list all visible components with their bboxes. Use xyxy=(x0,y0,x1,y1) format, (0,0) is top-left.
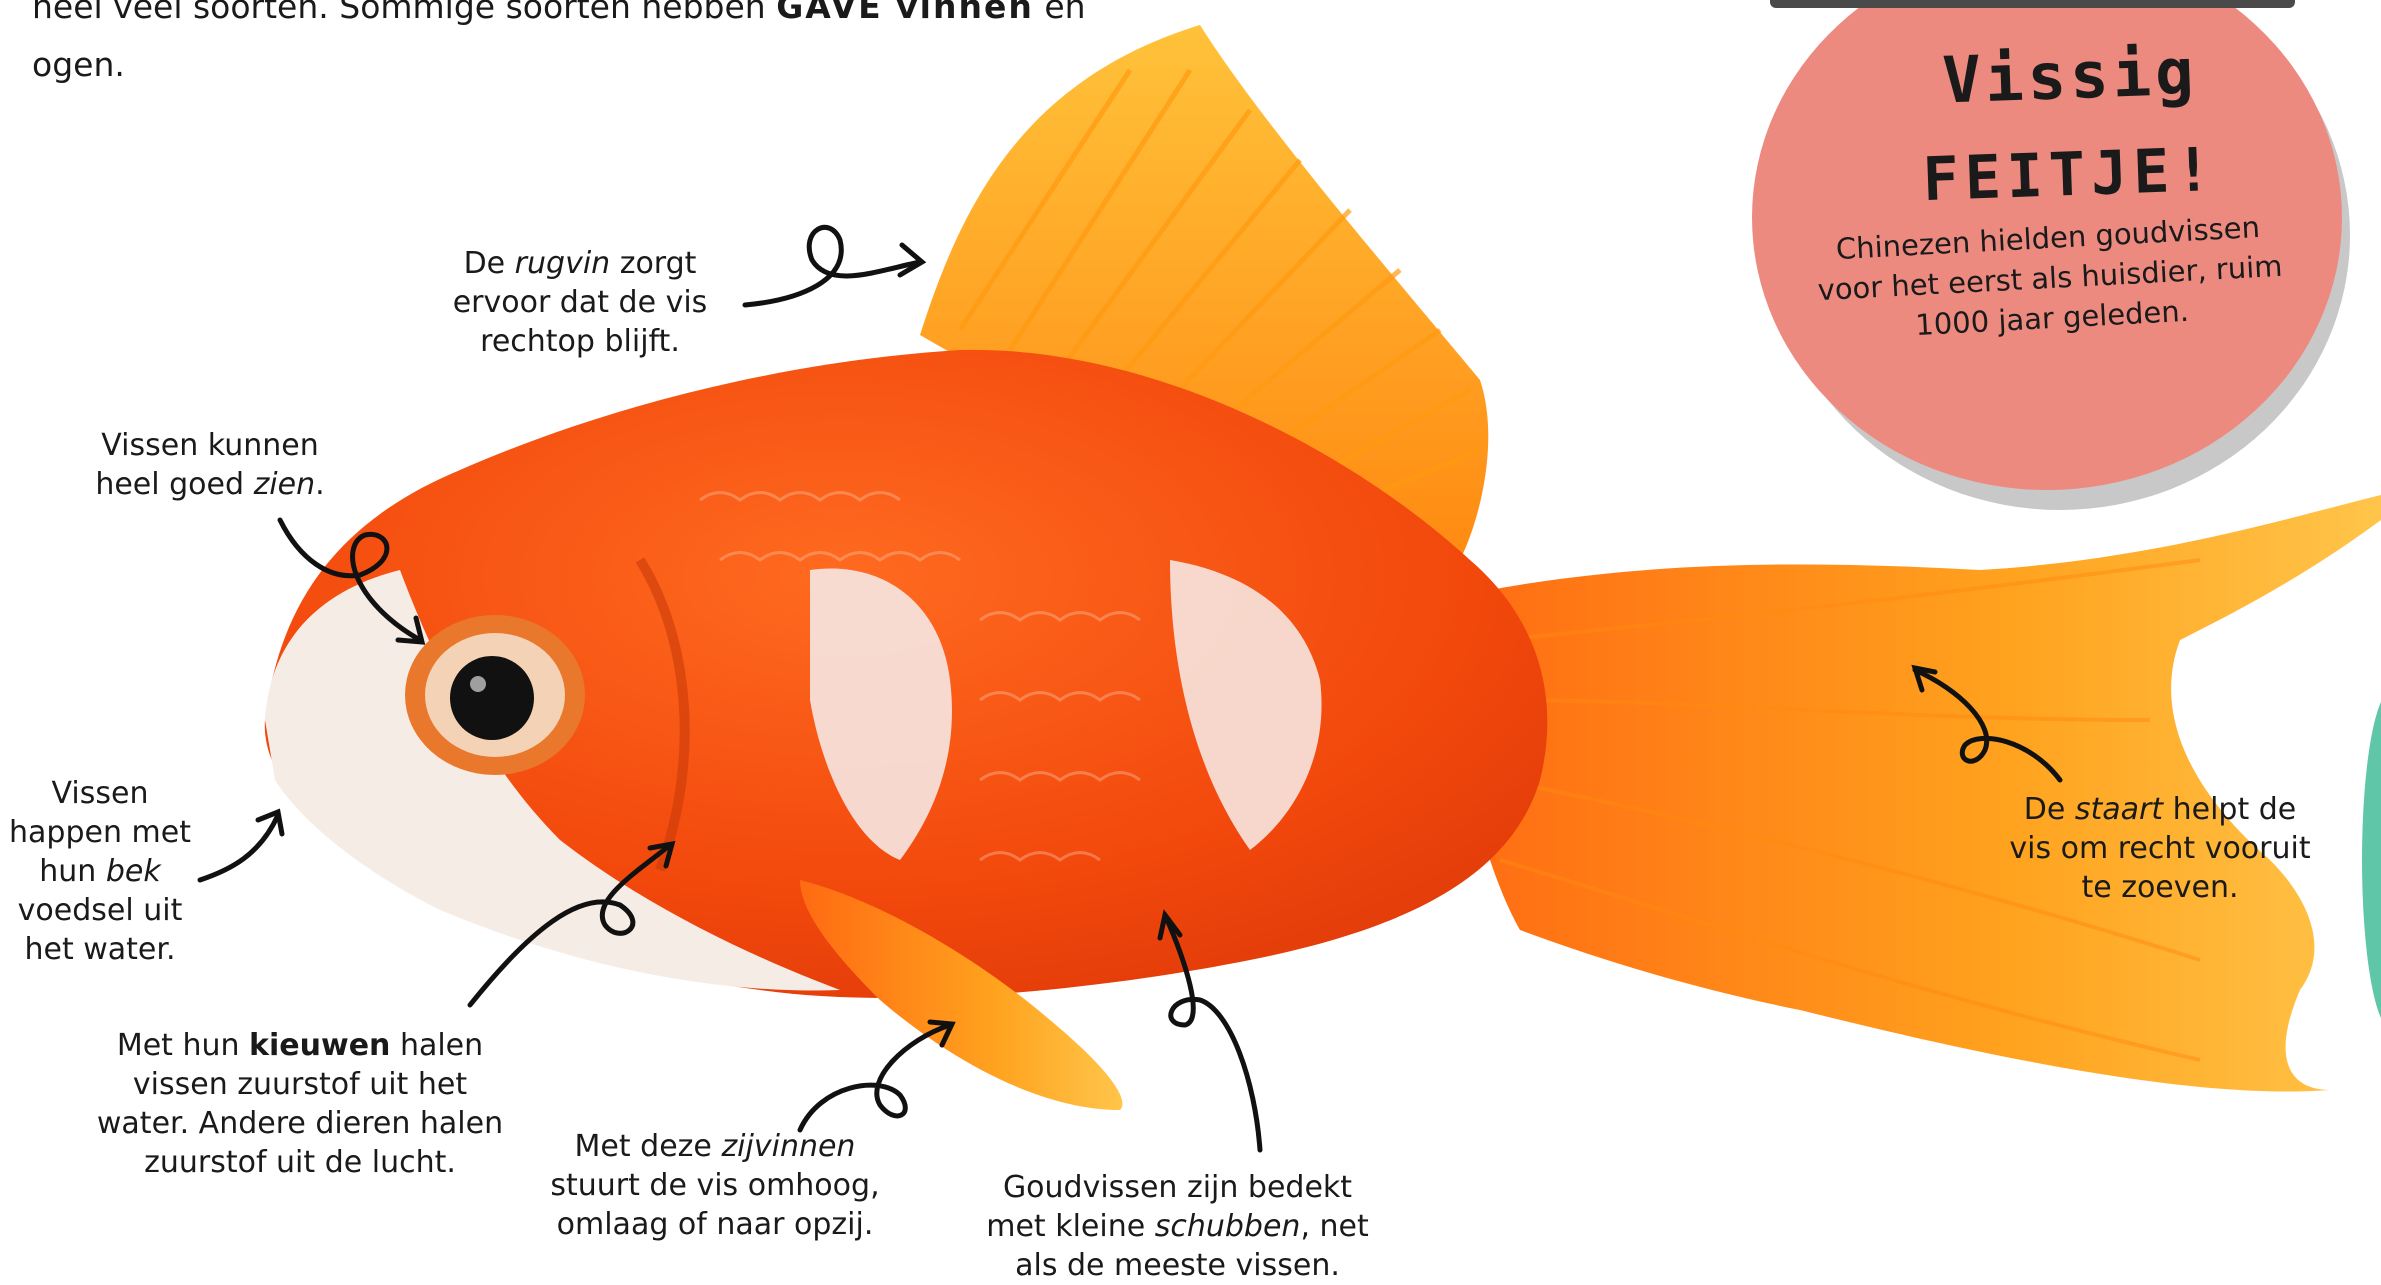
arrow-rugvin xyxy=(745,227,920,305)
arrow-zijvinnen xyxy=(800,1025,950,1130)
label-staart: De staart helpt de vis om recht vooruit … xyxy=(2000,790,2320,907)
label-schubben: Goudvissen zijn bedekt met kleine schubb… xyxy=(985,1168,1370,1285)
label-zijvinnen-text1: Met deze xyxy=(575,1129,722,1164)
arrow-rugvin-head xyxy=(900,245,922,275)
label-bek-italic: bek xyxy=(106,854,161,889)
label-rugvin: De rugvin zorgt ervoor dat de vis rechto… xyxy=(435,244,725,361)
label-zijvinnen-text2: stuurt de vis omhoog, omlaag of naar opz… xyxy=(550,1168,879,1242)
label-zien-text2: . xyxy=(315,467,325,502)
label-zien: Vissen kunnen heel goed zien. xyxy=(85,426,335,504)
label-kieuwen: Met hun kieuwen halen vissen zuurstof ui… xyxy=(95,1026,505,1182)
label-staart-italic: staart xyxy=(2075,792,2163,827)
label-zijvinnen: Met deze zijvinnen stuurt de vis omhoog,… xyxy=(545,1127,885,1244)
fish-eye xyxy=(405,615,585,775)
label-bek-text2: voedsel uit het water. xyxy=(18,893,183,967)
label-schubben-italic: schubben xyxy=(1155,1209,1301,1244)
label-staart-text1: De xyxy=(2024,792,2075,827)
label-bek: Vissen happen met hun bek voedsel uit he… xyxy=(0,774,200,969)
label-rugvin-text1: De xyxy=(464,246,515,281)
label-zijvinnen-italic: zijvinnen xyxy=(721,1129,855,1164)
label-zien-italic: zien xyxy=(254,467,316,502)
label-kieuwen-text1: Met hun xyxy=(117,1028,249,1063)
label-bek-text1: Vissen happen met hun xyxy=(9,776,191,889)
label-kieuwen-bold: kieuwen xyxy=(249,1028,390,1063)
label-rugvin-italic: rugvin xyxy=(515,246,611,281)
arrow-bek xyxy=(200,815,278,880)
